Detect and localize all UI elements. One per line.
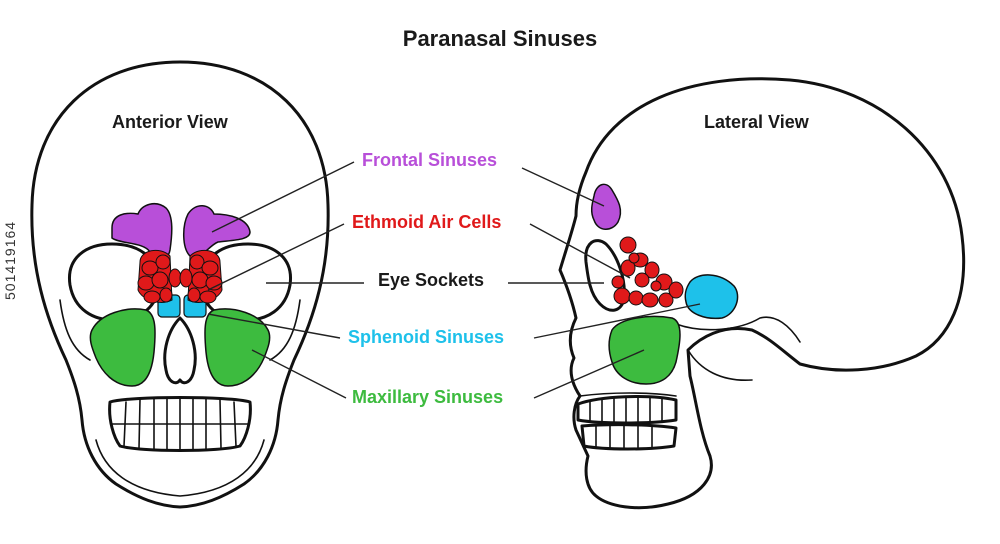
lateral-view-heading: Lateral View [704, 112, 809, 133]
stock-watermark-id: 501419164 [2, 221, 18, 300]
lateral-skull [560, 79, 964, 508]
lateral-maxillary-sinus [609, 317, 680, 385]
label-eye-sockets: Eye Sockets [378, 270, 484, 291]
label-ethmoid-air-cells: Ethmoid Air Cells [352, 212, 501, 233]
diagram-title: Paranasal Sinuses [0, 26, 1000, 52]
label-frontal-sinuses: Frontal Sinuses [362, 150, 497, 171]
lateral-sphenoid-sinus [685, 275, 737, 318]
anterior-view-heading: Anterior View [112, 112, 228, 133]
label-maxillary-sinuses: Maxillary Sinuses [352, 387, 503, 408]
label-sphenoid-sinuses: Sphenoid Sinuses [348, 327, 504, 348]
